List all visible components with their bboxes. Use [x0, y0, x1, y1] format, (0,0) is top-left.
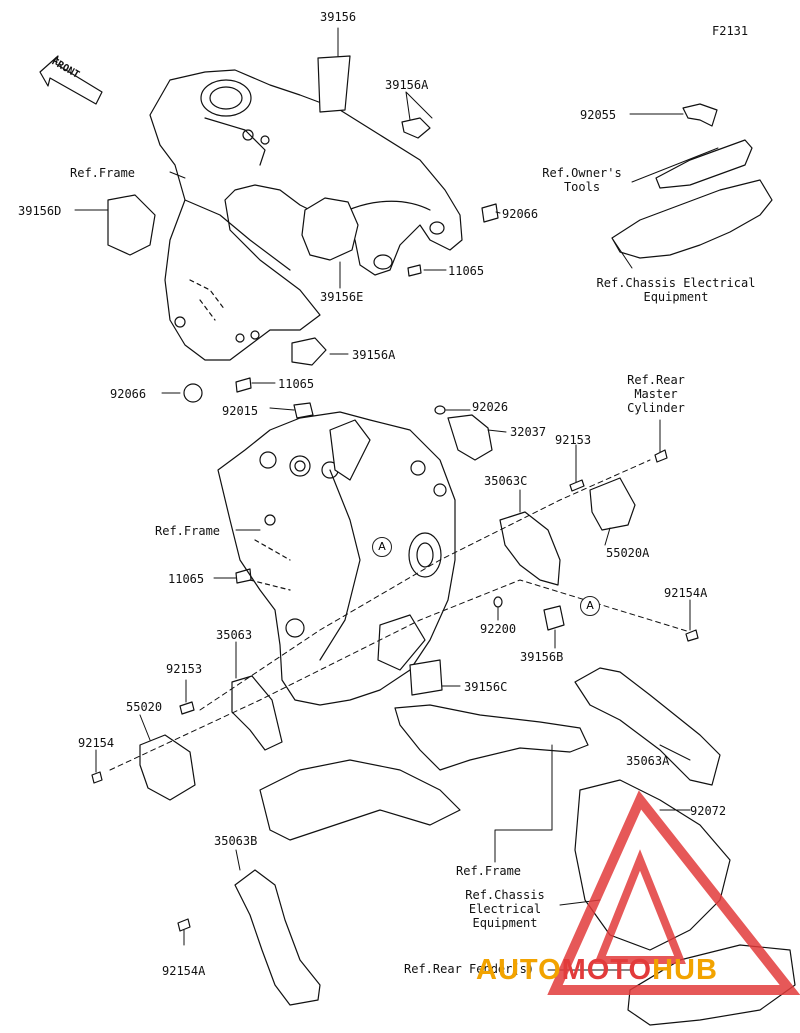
bracket-35063: [231, 675, 283, 751]
label-92153-right: 92153: [555, 433, 592, 447]
figure-code: F2131: [712, 24, 749, 38]
label-11065-top: 11065: [448, 264, 485, 278]
cover-39156: [317, 55, 351, 113]
tool-pouch: [655, 139, 753, 189]
label-55020A: 55020A: [606, 546, 650, 560]
clip-11065-top: [407, 264, 422, 277]
bracket-32037: [447, 414, 493, 461]
pad-39156C: [409, 659, 443, 696]
lower-rail-frame: [259, 759, 461, 841]
clip-11065-mid: [235, 377, 252, 393]
label-92154: 92154: [78, 736, 115, 750]
subframe-bracket-center: [394, 704, 589, 771]
watermark-logo: [547, 790, 800, 995]
cover-39156D: [107, 194, 156, 256]
label-39156A-top: 39156A: [385, 78, 429, 92]
watermark-moto: MOTO: [561, 954, 653, 986]
label-35063: 35063: [216, 628, 253, 642]
watermark-hub: HUB: [652, 954, 718, 986]
bracket-35063B: [234, 869, 321, 1006]
callout-a-frame: A: [372, 537, 392, 557]
pad-39156B: [543, 605, 565, 631]
bolt-master-cyl: [654, 449, 668, 463]
label-92066-right: 92066: [502, 207, 539, 221]
washer-92200: [493, 596, 503, 608]
label-32037: 32037: [510, 425, 547, 439]
electrical-tray-top: [611, 179, 773, 259]
label-39156B: 39156B: [520, 650, 564, 664]
label-39156C: 39156C: [464, 680, 508, 694]
washer-92026: [434, 405, 446, 415]
ecu-tray-92072: [574, 779, 731, 951]
strap-92055: [682, 103, 718, 127]
label-35063A: 35063A: [626, 754, 670, 768]
bolt-92154A-right: [685, 629, 699, 642]
label-35063B: 35063B: [214, 834, 258, 848]
label-39156E: 39156E: [320, 290, 364, 304]
plate-55020A: [589, 477, 636, 531]
bolt-92153-left: [179, 701, 195, 715]
label-ref-rear-fenders: Ref.Rear Fender(s): [404, 962, 535, 976]
label-92026: 92026: [472, 400, 509, 414]
watermark-auto: AUTO: [476, 954, 562, 986]
label-ref-rear-master-cylinder: Ref.Rear Master Cylinder: [627, 373, 685, 415]
label-ref-frame-mid: Ref.Frame: [155, 524, 221, 538]
label-39156A-mid: 39156A: [352, 348, 396, 362]
label-ref-chassis-electrical-bottom: Ref.Chassis Electrical Equipment: [465, 888, 545, 930]
watermark-text: AUTOMOTOHUB: [476, 954, 718, 987]
label-ref-chassis-electrical-top: Ref.Chassis Electrical Equipment: [596, 276, 756, 304]
plate-55020: [139, 734, 196, 801]
label-92153-left: 92153: [166, 662, 203, 676]
label-55020: 55020: [126, 700, 163, 714]
footrest-bracket-35063C: [499, 511, 561, 586]
label-92154A-right: 92154A: [664, 586, 708, 600]
grommet-92066-right: [481, 203, 499, 223]
label-ref-frame-top: Ref.Frame: [70, 166, 136, 180]
leader-lines: [74, 27, 719, 971]
label-92072: 92072: [690, 804, 727, 818]
label-39156D: 39156D: [18, 204, 62, 218]
bolt-92154: [91, 771, 103, 784]
bracket-35063A: [574, 667, 721, 786]
cover-39156E: [301, 197, 359, 261]
label-39156: 39156: [320, 10, 357, 24]
upper-frame-shape: [149, 69, 463, 361]
clip-11065-low: [235, 568, 252, 584]
label-92055: 92055: [580, 108, 617, 122]
label-92015: 92015: [222, 404, 259, 418]
pad-39156A-top: [401, 117, 431, 139]
label-92200: 92200: [480, 622, 517, 636]
pad-39156A-mid: [291, 337, 327, 366]
bolt-92154A-left: [177, 918, 191, 932]
label-35063C: 35063C: [484, 474, 528, 488]
bolt-92153-right: [569, 479, 585, 492]
label-92066-left: 92066: [110, 387, 147, 401]
label-11065-low: 11065: [168, 572, 205, 586]
front-arrow-icon: [39, 55, 103, 105]
nut-92015: [293, 402, 314, 419]
label-11065-mid: 11065: [278, 377, 315, 391]
label-ref-frame-bottom: Ref.Frame: [456, 864, 522, 878]
lower-frame-shape: [217, 411, 456, 706]
callout-a-pad: A: [580, 596, 600, 616]
label-92154A-left: 92154A: [162, 964, 206, 978]
cap-92066-left: [183, 383, 203, 403]
label-ref-owners-tools: Ref.Owner's Tools: [542, 166, 622, 194]
